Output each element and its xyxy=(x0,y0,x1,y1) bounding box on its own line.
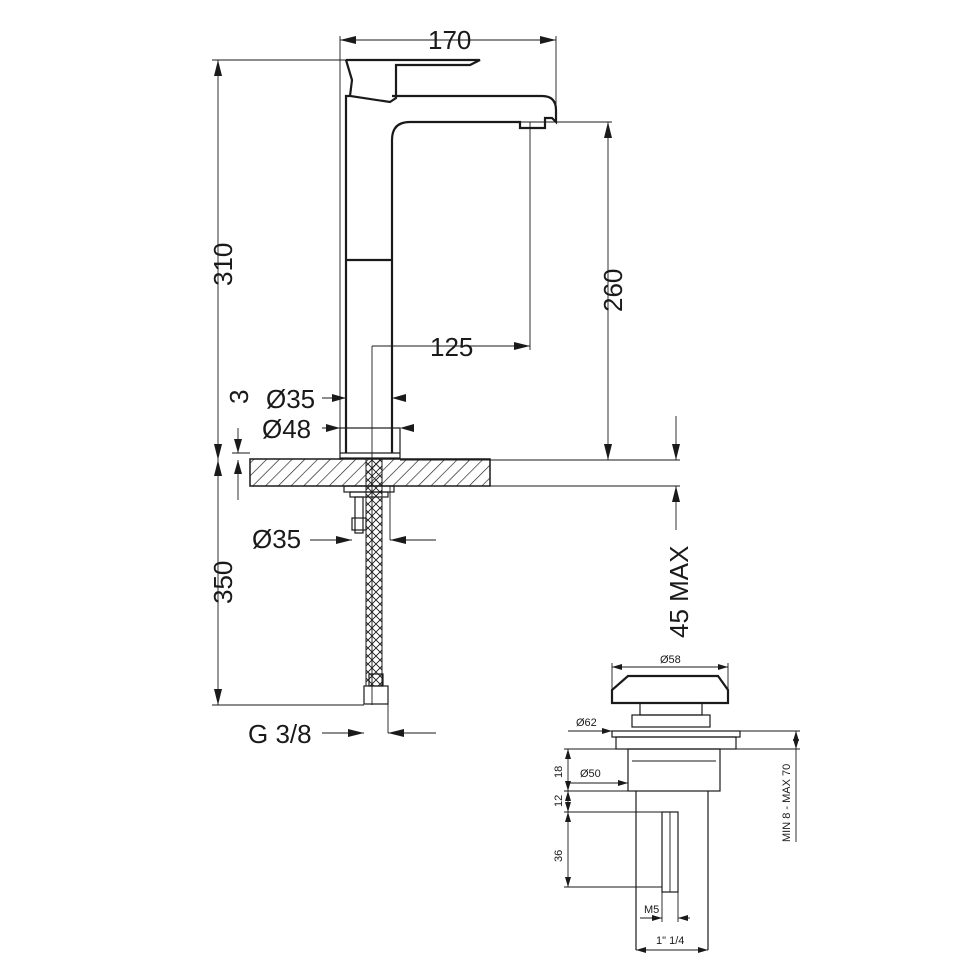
waste-cap xyxy=(610,674,730,705)
dim-base-thickness: 3 xyxy=(224,390,254,404)
waste-dimensions xyxy=(564,663,800,953)
dim-deck-max: 45 MAX xyxy=(664,546,694,639)
hose-connector xyxy=(363,685,389,705)
faucet-body-left xyxy=(344,94,350,453)
mounting-rod xyxy=(354,496,364,534)
dim-flange-diameter: Ø62 xyxy=(576,717,597,729)
dim-connection: G 3/8 xyxy=(248,719,312,749)
dim-m5: M5 xyxy=(644,904,659,916)
dim-width-total: 170 xyxy=(428,25,471,55)
dim-cap-diameter: Ø58 xyxy=(660,654,681,666)
dim-body-diameter-waste: Ø50 xyxy=(580,768,601,780)
waste-outline xyxy=(610,674,741,950)
dim-12: 12 xyxy=(553,795,565,807)
dim-hose-length: 350 xyxy=(208,561,238,604)
dim-base-diameter: Ø48 xyxy=(262,414,311,444)
faucet-spout xyxy=(390,94,558,453)
waste-flange xyxy=(611,730,741,738)
dim-install-range: MIN 8 - MAX 70 xyxy=(781,764,793,842)
dim-hole-diameter: Ø35 xyxy=(252,524,301,554)
dim-height-total: 310 xyxy=(208,243,238,286)
waste-body xyxy=(627,748,721,792)
lever-handle xyxy=(344,58,481,104)
dim-18: 18 xyxy=(553,766,565,778)
faucet-dimensions xyxy=(212,36,680,737)
dim-outlet-thread: 1" 1/4 xyxy=(656,935,684,947)
faucet-outline xyxy=(249,58,558,705)
dim-body-diameter: Ø35 xyxy=(266,384,315,414)
dim-spout-height: 260 xyxy=(598,269,628,312)
dim-36: 36 xyxy=(553,850,565,862)
dim-spout-reach: 125 xyxy=(430,332,473,362)
